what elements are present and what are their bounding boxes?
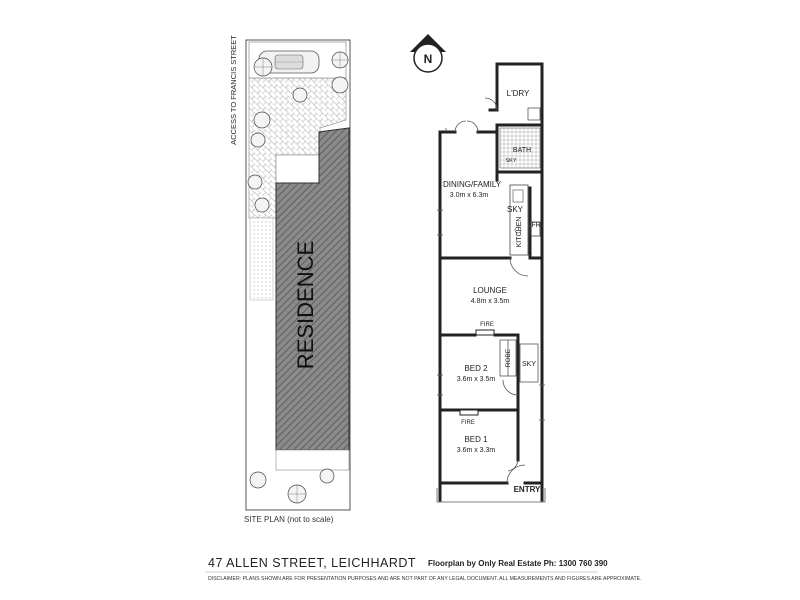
site-plan-caption: SITE PLAN (not to scale) bbox=[244, 515, 334, 524]
residence-label: RESIDENCE bbox=[293, 241, 318, 369]
kitchen-sky-label: SKY bbox=[507, 205, 524, 214]
lounge-label: LOUNGE bbox=[473, 286, 507, 295]
dining-label: DINING/FAMILY bbox=[443, 180, 502, 189]
bed2-label: BED 2 bbox=[464, 364, 488, 373]
fridge-label: FR bbox=[531, 222, 540, 229]
compass-letter: N bbox=[424, 52, 433, 66]
lounge-dims: 4.8m x 3.5m bbox=[471, 298, 510, 305]
hall-sky-label: SKY bbox=[522, 361, 536, 368]
bed1-fireplace bbox=[459, 409, 479, 416]
lounge-fireplace bbox=[475, 329, 495, 336]
rear-yard bbox=[275, 449, 350, 471]
tree-icon bbox=[247, 51, 349, 504]
site-boundary bbox=[245, 39, 351, 511]
car-icon bbox=[258, 50, 320, 74]
floorplan-credit: Floorplan by Only Real Estate Ph: 1300 7… bbox=[428, 559, 608, 568]
entry-label: ENTRY bbox=[514, 485, 541, 494]
laundry-label: L'DRY bbox=[507, 89, 530, 98]
site-plan bbox=[245, 39, 351, 511]
lounge-fire-label: FIRE bbox=[480, 322, 494, 328]
bed2-dims: 3.6m x 3.5m bbox=[457, 376, 496, 383]
bed1-dims: 3.6m x 3.3m bbox=[457, 447, 496, 454]
bed1-label: BED 1 bbox=[464, 435, 488, 444]
kitchen-label: KITCHEN bbox=[516, 217, 523, 248]
access-label: ACCESS TO FRANCIS STREET bbox=[229, 35, 238, 145]
dining-dims: 3.0m x 6.3m bbox=[450, 192, 489, 199]
bath-tiles bbox=[499, 127, 541, 169]
bath-label: BATH bbox=[513, 147, 531, 154]
disclaimer-text: DISCLAIMER: PLANS SHOWN ARE FOR PRESENTA… bbox=[208, 576, 642, 582]
north-compass bbox=[410, 34, 446, 73]
property-address: 47 ALLEN STREET, LEICHHARDT bbox=[208, 556, 417, 570]
bed1-fire-label: FIRE bbox=[461, 420, 475, 426]
plan-details bbox=[436, 97, 546, 503]
bath-sky-label: SKY bbox=[505, 158, 516, 164]
robe-label: ROBE bbox=[505, 348, 512, 367]
courtyard-box bbox=[275, 154, 320, 184]
garden-strip bbox=[249, 217, 274, 301]
